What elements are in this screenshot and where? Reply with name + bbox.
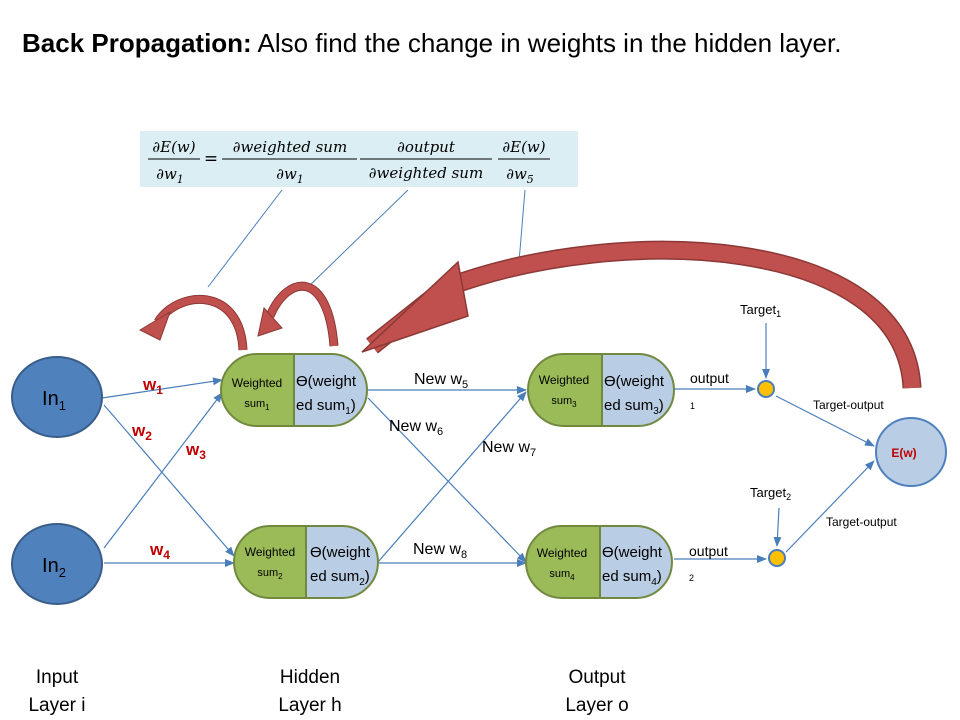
title-bold: Back Propagation: — [22, 28, 252, 58]
equals-sign: = — [204, 149, 218, 169]
output-neuron-3: Weighted sum3 ϴ(weight ed sum3) — [527, 353, 675, 427]
weight-w1: w1 — [142, 375, 163, 397]
svg-text:ϴ(weight: ϴ(weight — [296, 373, 357, 390]
svg-text:In1: In1 — [42, 388, 66, 413]
hidden-neuron-2: Weighted sum2 ϴ(weight ed sum2) — [233, 525, 379, 599]
term3-denominator: ∂w5 — [506, 165, 534, 186]
title-rest: Also find the change in weights in the h… — [251, 28, 842, 58]
edge-w6 — [367, 397, 527, 563]
layer-labels: Input Layer i Hidden Layer h Output Laye… — [28, 667, 628, 716]
weight-w4: w4 — [149, 540, 170, 562]
output-1-sub: 1 — [690, 401, 695, 411]
edge-error1 — [775, 395, 875, 447]
svg-text:ϴ(weight: ϴ(weight — [310, 544, 371, 561]
edge-w1 — [101, 377, 223, 399]
curve-arrow-1-head — [138, 310, 171, 341]
output-labels: output 1 output 2 — [689, 370, 729, 583]
output-neuron-4: Weighted sum4 ϴ(weight ed sum4) — [525, 525, 673, 599]
weight-w2: w2 — [131, 421, 152, 443]
input-layer-line1: Input — [36, 667, 79, 688]
svg-text:ed sum1): ed sum1) — [296, 397, 356, 417]
output-2-label: output — [689, 543, 728, 559]
backprop-arrow — [367, 242, 920, 389]
edge-error2 — [785, 460, 875, 553]
term2-denominator: ∂weighted sum — [369, 164, 483, 182]
new-weight-w7: New w7 — [482, 439, 536, 459]
input-node-1: In1 — [11, 356, 103, 438]
new-weight-labels: New w5 New w6 New w7 New w8 — [389, 371, 536, 561]
output-layer-line1: Output — [568, 667, 626, 688]
svg-text:ϴ(weight: ϴ(weight — [602, 544, 663, 561]
svg-text:E(w): E(w) — [891, 446, 916, 460]
target-output-label-1: Target-output — [813, 398, 884, 412]
new-weight-w8: New w8 — [413, 541, 467, 561]
term2-numerator: ∂output — [397, 138, 456, 156]
term1-numerator: ∂weighted sum — [233, 138, 347, 156]
curve-arrow-2 — [266, 282, 338, 347]
target-1-label: Target1 — [740, 302, 781, 319]
term3-numerator: ∂E(w) — [502, 138, 545, 156]
edge-w7 — [377, 391, 527, 563]
output-layer-line2: Layer o — [565, 695, 628, 716]
svg-text:ed sum3): ed sum3) — [604, 397, 664, 417]
target-output-label-2: Target-output — [826, 515, 897, 529]
svg-text:In2: In2 — [42, 555, 66, 580]
lhs-denominator: ∂w1 — [156, 165, 184, 186]
hidden-layer-line1: Hidden — [280, 667, 340, 688]
svg-text:sum3: sum3 — [551, 395, 577, 409]
new-weight-w6: New w6 — [389, 418, 443, 438]
edge-w3 — [103, 392, 223, 549]
svg-text:Weighted: Weighted — [537, 546, 587, 560]
svg-text:sum2: sum2 — [257, 567, 283, 581]
input-node-2: In2 — [11, 523, 103, 605]
svg-text:Weighted: Weighted — [539, 373, 589, 387]
input-layer-line2: Layer i — [28, 695, 85, 716]
svg-text:ed sum4): ed sum4) — [602, 568, 662, 588]
curve-arrow-2-head — [257, 306, 283, 337]
new-weight-w5: New w5 — [414, 371, 468, 391]
svg-text:Weighted: Weighted — [245, 545, 295, 559]
target-labels: Target1 Target2 — [740, 302, 791, 502]
junction-2 — [768, 549, 786, 567]
edge-w2 — [103, 404, 235, 557]
target-2-label: Target2 — [750, 485, 791, 502]
svg-text:sum4: sum4 — [549, 568, 575, 582]
weight-w3: w3 — [185, 440, 206, 462]
svg-text:ed sum2): ed sum2) — [310, 568, 370, 588]
curve-arrow-1 — [155, 296, 247, 351]
callout-line-1 — [207, 189, 283, 288]
callout-line-2 — [307, 189, 409, 288]
term1-denominator: ∂w1 — [276, 165, 304, 186]
svg-text:ϴ(weight: ϴ(weight — [604, 373, 665, 390]
output-1-label: output — [690, 370, 729, 386]
junction-1 — [757, 380, 775, 398]
slide-title: Back Propagation: Also find the change i… — [22, 28, 841, 59]
backprop-arrow-head — [361, 260, 469, 353]
error-node: E(w) — [875, 417, 947, 487]
weight-labels: w1 w2 w3 w4 — [131, 375, 206, 562]
lhs-numerator: ∂E(w) — [152, 138, 195, 156]
hidden-neuron-1: Weighted sum1 ϴ(weight ed sum1) — [220, 353, 368, 427]
callout-line-3 — [518, 189, 526, 263]
hidden-layer-line2: Layer h — [278, 695, 341, 716]
output-2-sub: 2 — [689, 573, 694, 583]
svg-text:Weighted: Weighted — [232, 376, 282, 390]
svg-text:sum1: sum1 — [244, 398, 270, 412]
chain-rule-formula: ∂E(w) ∂w1 = ∂weighted sum ∂w1 ∂output ∂w… — [148, 138, 550, 186]
edge-target2 — [773, 507, 782, 547]
